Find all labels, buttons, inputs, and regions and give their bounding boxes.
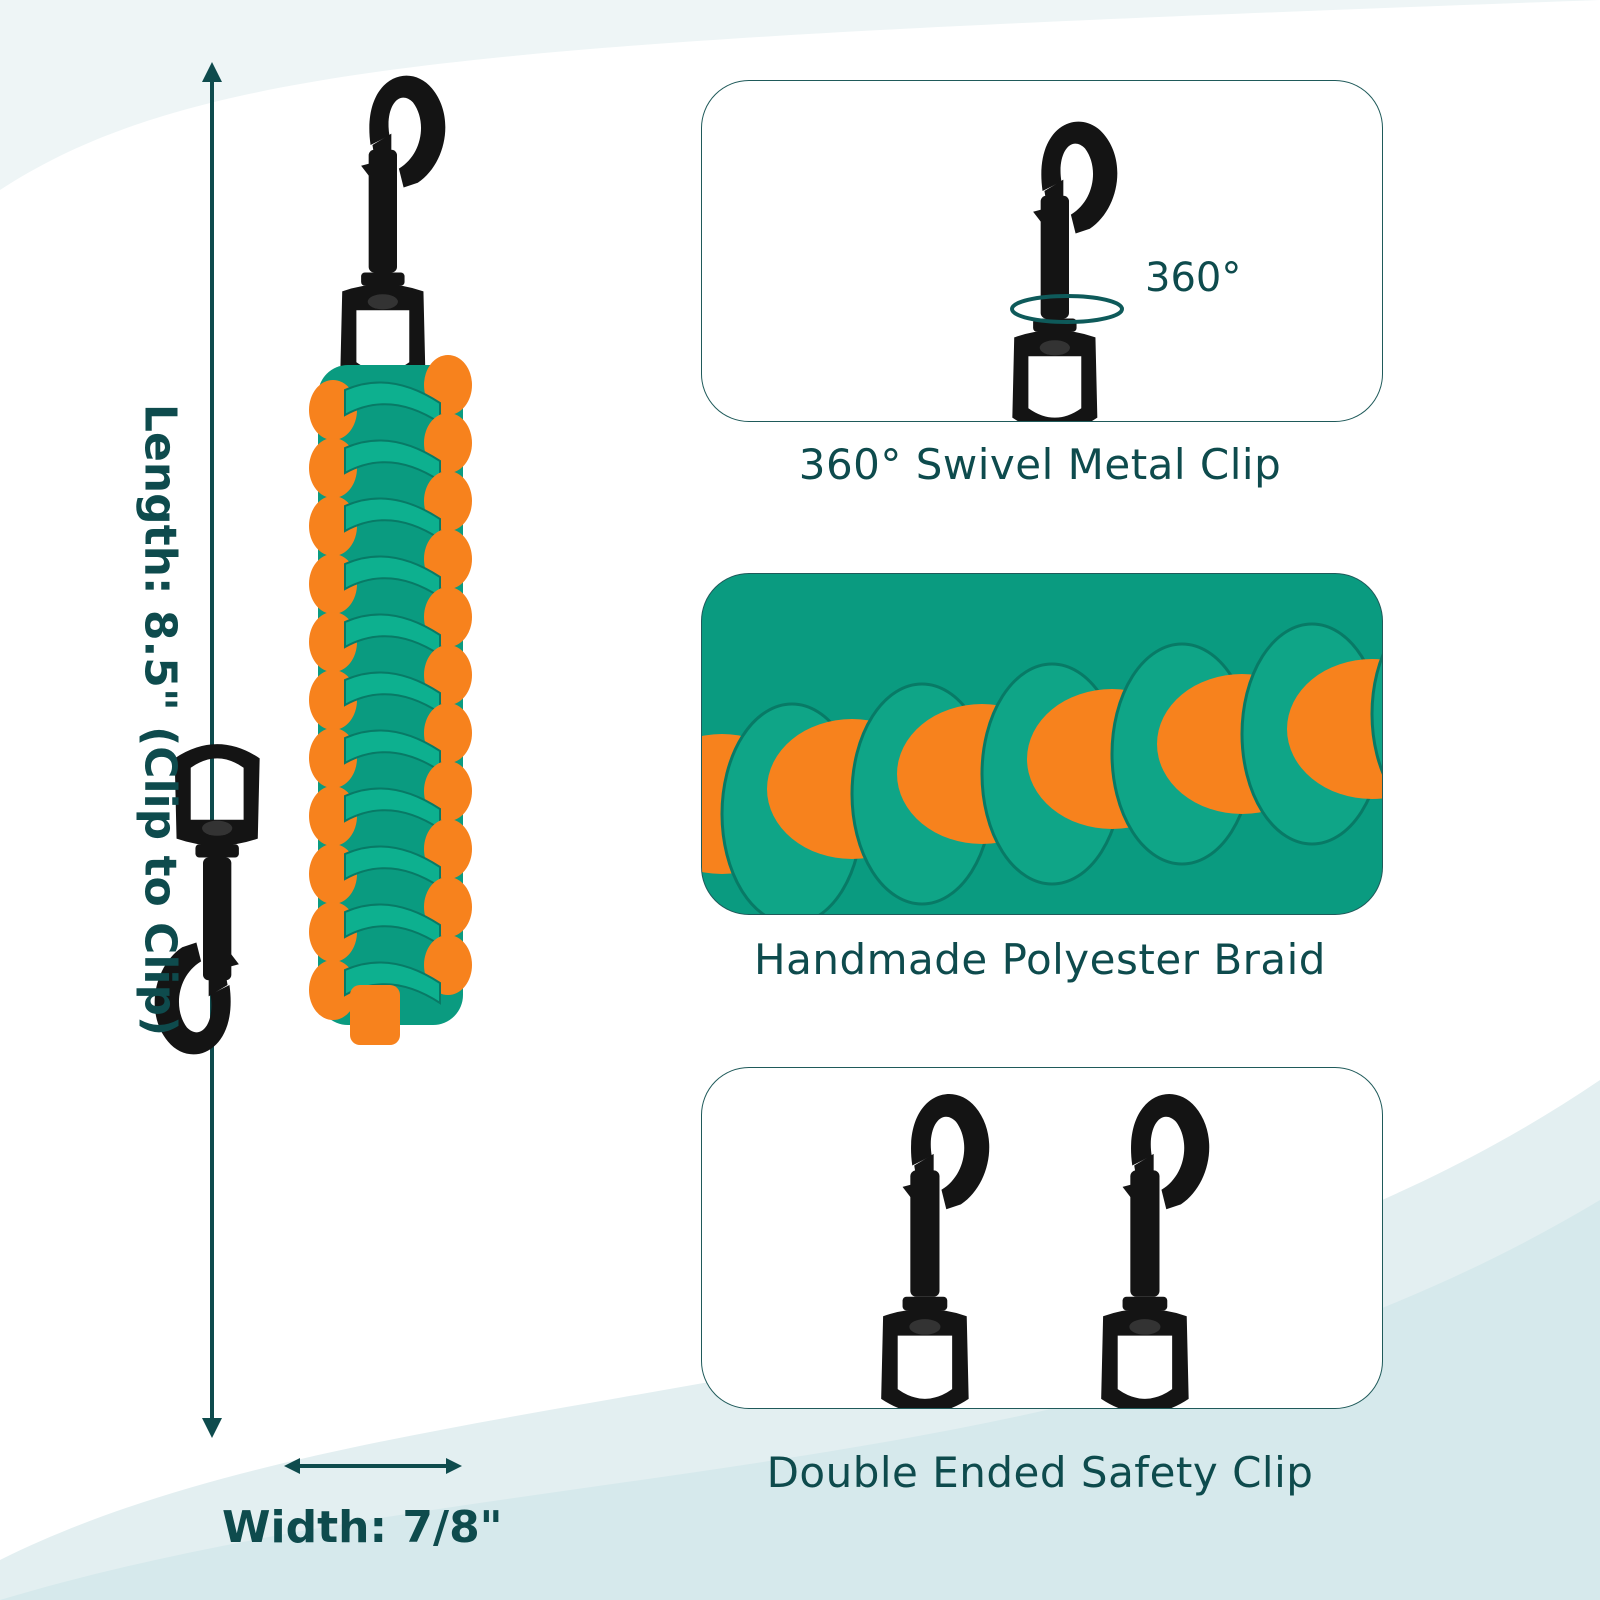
swivel-clip-panel <box>701 80 1383 422</box>
swivel-clip-icon <box>1010 121 1124 421</box>
length-label: Length: 8.5" (Clip to Clip) <box>134 403 186 1037</box>
width-label: Width: 7/8" <box>222 1502 503 1553</box>
double-clip-panel <box>701 1067 1383 1409</box>
top-clip-icon <box>340 75 446 386</box>
swivel-clip-caption: 360° Swivel Metal Clip <box>798 440 1282 489</box>
rotation-label: 360° <box>1145 255 1242 301</box>
braid <box>309 355 472 1045</box>
double-clip-icons <box>881 1094 1210 1408</box>
braid-end <box>350 985 400 1045</box>
braid-caption: Handmade Polyester Braid <box>754 935 1326 984</box>
double-clip-caption: Double Ended Safety Clip <box>766 1448 1314 1497</box>
closeup-orange-loop <box>1287 659 1382 799</box>
closeup-green-loop <box>1370 653 1382 775</box>
braid-closeup-image <box>702 622 1382 914</box>
width-arrow <box>284 1458 462 1474</box>
braid-closeup-panel <box>701 573 1383 915</box>
